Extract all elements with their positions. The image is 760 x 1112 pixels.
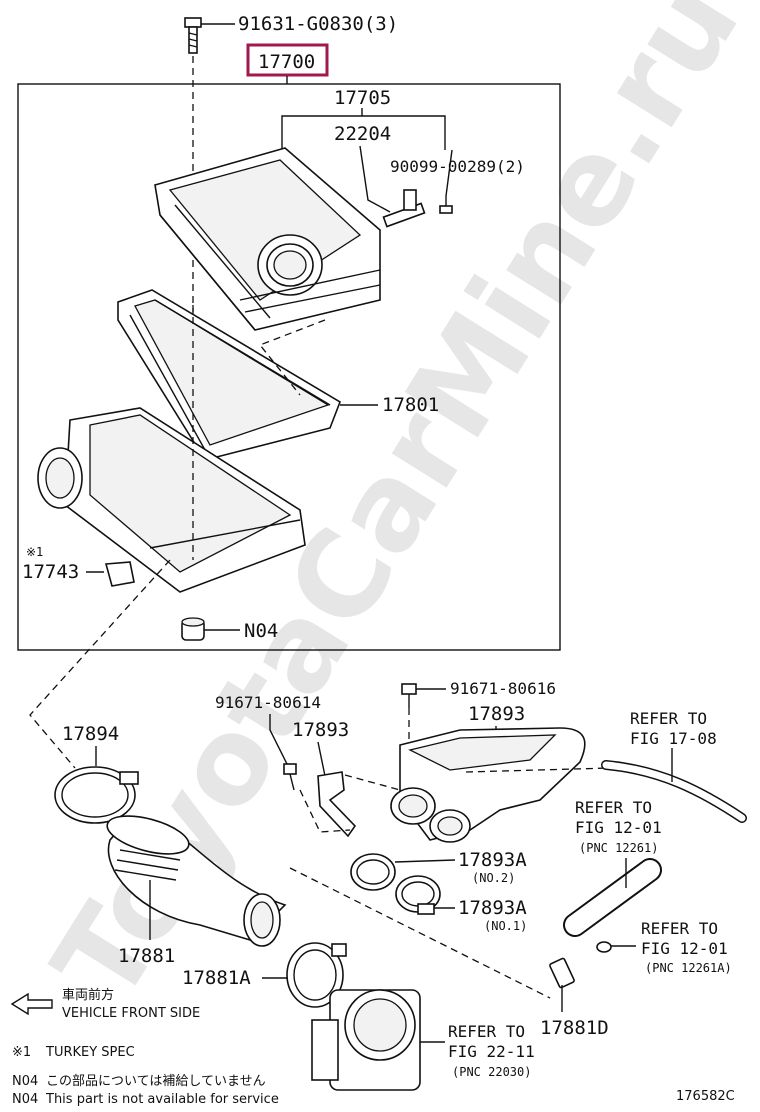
hose-clamp-icon[interactable] [395,875,441,915]
part-label-90099[interactable]: 90099-00289(2) [390,157,525,176]
part-label-17894[interactable]: 17893 [292,719,349,741]
part-label-17893[interactable]: 17893 [468,703,525,725]
refer-17-08-line2[interactable]: FIG 17-08 [630,729,717,748]
airflow-sensor-icon[interactable] [382,189,426,228]
bracket-icon[interactable] [317,771,357,838]
hose-clip-icon[interactable] [596,941,612,953]
grommet-icon[interactable] [181,617,205,641]
refer-12-01a-line2[interactable]: FIG 12-01 [641,939,728,958]
air-cleaner-case[interactable] [37,407,306,593]
check-valve-icon[interactable] [549,957,575,989]
part-label-91671-80616[interactable]: 91671-80616 [450,679,556,698]
part-label-N04[interactable]: N04 [244,620,278,642]
refer-12-01a-pnc: (PNC 12261A) [645,961,732,975]
refer-22-11-line2[interactable]: FIG 22-11 [448,1042,535,1061]
refer-22-11-line1[interactable]: REFER TO [448,1022,525,1041]
intake-hose[interactable] [103,809,287,947]
refer-17-08-line1[interactable]: REFER TO [630,709,707,728]
note1-text: TURKEY SPEC [45,1045,135,1060]
part-label-17893A-no1[interactable]: 17893A [458,897,527,919]
refer-22-11-pnc: (PNC 22030) [452,1065,531,1079]
hose-clamp-icon[interactable] [54,766,139,824]
screw-icon[interactable] [439,196,453,214]
front-label-jp: 車両前方 [62,987,114,1003]
refer-12-01-line2[interactable]: FIG 12-01 [575,818,662,837]
resonator[interactable] [390,727,586,843]
air-filter-element[interactable] [117,289,341,461]
air-cleaner-cap[interactable] [154,147,381,331]
part-label-91671-80614[interactable]: 91671-80614 [215,693,321,712]
note3-text: This part is not available for service [45,1092,279,1107]
front-label-en: VEHICLE FRONT SIDE [62,1006,200,1021]
part-label-22204[interactable]: 22204 [334,123,391,145]
assembly-frame [17,83,561,651]
figure-code: 176582C [676,1089,735,1104]
bolt-icon[interactable] [184,17,202,54]
throttle-body[interactable] [311,989,421,1091]
bolt-icon[interactable] [401,683,417,708]
refer-12-01-line1[interactable]: REFER TO [575,798,652,817]
part-label-17881D[interactable]: 17881D [540,1017,609,1039]
refer-12-01-pnc: (PNC 12261) [579,841,658,855]
note1-mark: ※1 [12,1045,31,1060]
star-mark: ※1 [26,545,43,559]
part-label-17705[interactable]: 17705 [334,87,391,109]
part-label-17801[interactable]: 17801 [382,394,439,416]
assembly-number-box[interactable] [246,43,329,77]
hose-clamp-icon[interactable] [350,853,396,891]
part-label-17881C[interactable]: 17894 [62,723,119,745]
part-label-91631[interactable]: 91631-G0830(3) [238,13,398,35]
note2-text: この部品については補給していません [46,1074,266,1089]
part-label-17881[interactable]: 17881 [118,945,175,967]
hose-clamp-icon[interactable] [286,942,347,1008]
part-label-17893A-no2[interactable]: 17893A [458,849,527,871]
note3-mark: N04 [12,1092,38,1107]
bracket-icon[interactable] [104,561,135,587]
part-label-17743[interactable]: 17743 [22,561,79,583]
bolt-icon[interactable] [283,763,297,791]
note2-mark: N04 [12,1074,38,1089]
sublabel-no2: (NO.2) [472,871,515,885]
sublabel-no1: (NO.1) [484,919,527,933]
assembly-number: 17700 [258,51,315,73]
front-arrow-icon [10,992,53,1016]
refer-12-01a-line1[interactable]: REFER TO [641,919,718,938]
part-label-17881A[interactable]: 17881A [182,967,251,989]
